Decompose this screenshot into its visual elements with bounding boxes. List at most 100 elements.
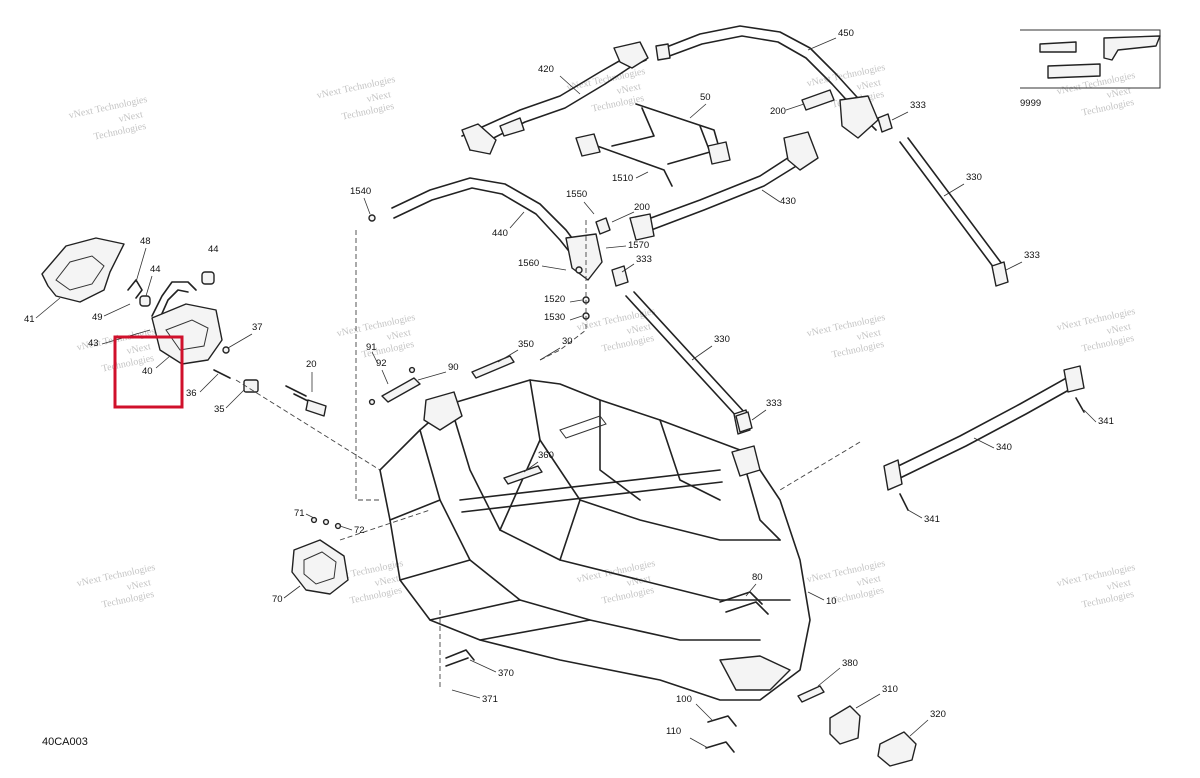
callout-50[interactable]: 50 (700, 92, 711, 103)
callout-48[interactable]: 48 (140, 236, 151, 247)
part-440-front-roll-bar[interactable] (391, 177, 603, 281)
part-330-side-tube-middle[interactable] (611, 265, 751, 435)
callout-333[interactable]: 333 (910, 100, 926, 111)
callout-110[interactable]: 110 (666, 726, 681, 737)
part-44-bushing-upper[interactable] (201, 271, 215, 285)
callout-200[interactable]: 200 (634, 202, 650, 213)
callout-37[interactable]: 37 (252, 322, 263, 333)
part-30-main-frame[interactable] (379, 379, 811, 701)
callout-333[interactable]: 333 (1024, 250, 1040, 261)
part-330-side-tube-right[interactable] (899, 137, 1009, 287)
callout-333[interactable]: 333 (766, 398, 782, 409)
callout-30[interactable]: 30 (562, 336, 573, 347)
callout-41[interactable]: 41 (24, 314, 35, 325)
callout-1560[interactable]: 1560 (518, 258, 539, 269)
callout-310[interactable]: 310 (882, 684, 898, 695)
callout-44[interactable]: 44 (150, 264, 161, 275)
part-44-bushing-lower[interactable] (139, 295, 151, 307)
callout-420[interactable]: 420 (538, 64, 554, 75)
callout-9999[interactable]: 9999 (1020, 98, 1041, 109)
callout-440[interactable]: 440 (492, 228, 508, 239)
part-450-upper-roll-bar[interactable] (655, 25, 881, 139)
callout-370[interactable]: 370 (498, 668, 514, 679)
part-20-bolts[interactable] (285, 385, 327, 417)
callout-1530[interactable]: 1530 (544, 312, 565, 323)
leader-line-100 (695, 703, 713, 721)
callout-49[interactable]: 49 (92, 312, 103, 323)
callout-44[interactable]: 44 (208, 244, 219, 255)
callout-341[interactable]: 341 (1098, 416, 1114, 427)
leader-line-333 (891, 111, 909, 121)
callout-92[interactable]: 92 (376, 358, 387, 369)
callout-90[interactable]: 90 (448, 362, 459, 373)
leader-line-48 (135, 247, 147, 283)
callout-350[interactable]: 350 (518, 339, 534, 350)
part-70-mount-bracket[interactable] (291, 539, 349, 595)
callout-43[interactable]: 43 (88, 338, 99, 349)
part-200-grab-tube-upper[interactable] (801, 89, 835, 111)
part-320-mount-plate[interactable] (877, 731, 917, 767)
part-350-strap[interactable] (471, 355, 515, 379)
callout-1540[interactable]: 1540 (350, 186, 371, 197)
callout-35[interactable]: 35 (214, 404, 225, 415)
leader-line-1530 (569, 315, 583, 321)
callout-320[interactable]: 320 (930, 709, 946, 720)
callout-80[interactable]: 80 (752, 572, 763, 583)
part-36-bolt[interactable] (213, 369, 231, 379)
part-110-pin[interactable] (705, 741, 735, 753)
part-90-bracket[interactable] (368, 366, 421, 406)
part-48-u-bolt[interactable] (127, 279, 143, 299)
part-371-bracket[interactable] (445, 657, 469, 667)
callout-1550[interactable]: 1550 (566, 189, 587, 200)
callout-200[interactable]: 200 (770, 106, 786, 117)
part-333-clamp-lower[interactable] (735, 411, 753, 433)
callout-371[interactable]: 371 (482, 694, 498, 705)
callout-380[interactable]: 380 (842, 658, 858, 669)
part-80-bracket[interactable] (719, 591, 769, 615)
part-100-pin[interactable] (707, 715, 737, 727)
part-370-bracket[interactable] (445, 649, 475, 661)
callout-1570[interactable]: 1570 (628, 240, 649, 251)
callout-36[interactable]: 36 (186, 388, 197, 399)
highlight-box-part-40[interactable] (113, 335, 184, 409)
part-71-72-fasteners[interactable] (310, 516, 342, 530)
callout-341[interactable]: 341 (924, 514, 940, 525)
callout-330[interactable]: 330 (966, 172, 982, 183)
part-333-clamp-upper[interactable] (877, 113, 893, 133)
part-430-side-roof-rail[interactable] (629, 131, 819, 241)
part-50-cross-brace[interactable] (575, 103, 731, 187)
part-49-hose[interactable] (151, 281, 197, 319)
watermark-line1: vNext (626, 321, 652, 337)
callout-71[interactable]: 71 (294, 508, 305, 519)
part-341-bolt-lower[interactable] (899, 493, 909, 511)
callout-333[interactable]: 333 (636, 254, 652, 265)
callout-20[interactable]: 20 (306, 359, 317, 370)
callout-450[interactable]: 450 (838, 28, 854, 39)
part-420-rear-roof-bar[interactable] (461, 41, 649, 155)
part-9999-decal-kit[interactable] (1020, 29, 1161, 89)
part-360-strap[interactable] (503, 465, 543, 485)
callout-1520[interactable]: 1520 (544, 294, 565, 305)
watermark-line1: vNext (374, 573, 400, 589)
part-40-steering-support[interactable] (151, 303, 223, 365)
part-340-rear-side-rail[interactable] (883, 365, 1085, 491)
callout-91[interactable]: 91 (366, 342, 377, 353)
callout-72[interactable]: 72 (354, 525, 365, 536)
callout-340[interactable]: 340 (996, 442, 1012, 453)
part-200-grab-tube-lower[interactable] (595, 217, 611, 235)
callout-1510[interactable]: 1510 (612, 173, 633, 184)
part-37-nut[interactable] (222, 346, 230, 354)
callout-100[interactable]: 100 (676, 694, 692, 705)
callout-70[interactable]: 70 (272, 594, 283, 605)
callout-430[interactable]: 430 (780, 196, 796, 207)
part-380-strap[interactable] (797, 685, 825, 703)
leader-line-341 (1083, 409, 1097, 423)
part-41-skid-plate[interactable] (41, 237, 125, 303)
part-341-bolt-upper[interactable] (1075, 397, 1085, 413)
part-310-mount-plate[interactable] (829, 705, 861, 745)
callout-40[interactable]: 40 (142, 366, 153, 377)
callout-330[interactable]: 330 (714, 334, 730, 345)
callout-360[interactable]: 360 (538, 450, 554, 461)
part-35-bushing[interactable] (243, 379, 259, 393)
callout-10[interactable]: 10 (826, 596, 837, 607)
